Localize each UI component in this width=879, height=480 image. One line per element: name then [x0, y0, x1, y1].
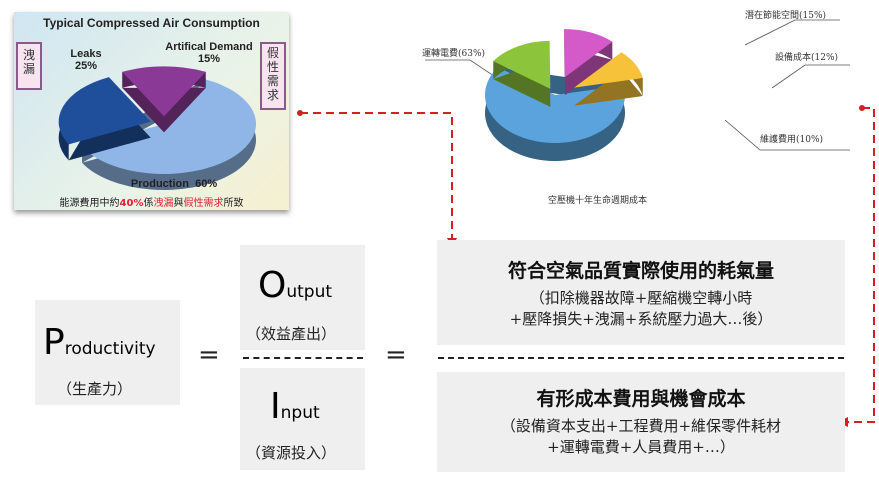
- label-electricity: 運轉電費(63%): [422, 49, 486, 59]
- fraction-line: [243, 357, 363, 359]
- pie-slice-3: [574, 52, 643, 106]
- input-box: Input （資源投入）: [240, 368, 365, 470]
- pie-slice-2: [564, 29, 613, 96]
- pie-slice-1: [493, 40, 551, 107]
- equals-sign: =: [198, 340, 220, 370]
- output-subtitle: （效益產出）: [246, 325, 337, 343]
- denominator-title: 有形成本費用與機會成本: [536, 388, 746, 410]
- leader-line: [771, 64, 850, 89]
- chart-title: Typical Compressed Air Consumption: [43, 16, 260, 30]
- artificial-demand-callout: 假性需求: [260, 42, 286, 110]
- pie-slice-1: [58, 77, 151, 161]
- pie-chart-left: [58, 66, 257, 191]
- productivity-subtitle: （生產力）: [57, 380, 133, 398]
- numerator-box: 符合空氣品質實際使用的耗氣量 （扣除機器故障+壓縮機空轉小時 +壓降損失+洩漏+…: [437, 240, 845, 345]
- numerator-title: 符合空氣品質實際使用的耗氣量: [507, 260, 774, 282]
- compressed-air-consumption-chart: Typical Compressed Air Consumption 洩漏 假性…: [14, 12, 289, 210]
- denominator-box: 有形成本費用與機會成本 （設備資本支出+工程費用+維保零件耗材 +運轉電費+人員…: [437, 372, 845, 472]
- denominator-line: （設備資本支出+工程費用+維保零件耗材: [500, 417, 782, 435]
- lifecycle-cost-pie-chart: [425, 19, 850, 161]
- productivity-box: Productivity （生產力）: [35, 300, 180, 405]
- pie-slice-2: [122, 66, 206, 133]
- numerator-line: （扣除機器故障+壓縮機空轉小時: [529, 289, 753, 307]
- equals-sign: =: [385, 340, 407, 370]
- label-maintenance: 維護費用(10%): [760, 135, 824, 145]
- leaks-label: Leaks: [70, 48, 102, 60]
- artificial-value: 15%: [197, 53, 221, 65]
- leaks-callout: 洩漏: [16, 42, 42, 90]
- numerator-line: +壓降損失+洩漏+系統壓力過大…後）: [509, 310, 773, 328]
- chart-caption: 能源費用中約40%係洩漏與假性需求所致: [59, 198, 244, 209]
- artificial-label: Artifical Demand: [165, 41, 253, 53]
- leader-line: [744, 19, 840, 46]
- arrow-to-numerator: [300, 112, 453, 240]
- leader-line: [724, 119, 850, 151]
- leaks-value: 25%: [74, 60, 98, 72]
- output-box: Output （效益產出）: [240, 245, 365, 350]
- arrow-to-denominator: [848, 107, 875, 423]
- label-savings: 潛在節能空間(15%): [745, 11, 827, 21]
- pie-title: 空壓機十年生命週期成本: [548, 196, 648, 206]
- denominator-line: +運轉電費+人員費用+…）: [547, 438, 735, 456]
- fraction-line: [438, 357, 844, 359]
- label-equipment: 設備成本(12%): [775, 53, 839, 63]
- input-subtitle: （資源投入）: [246, 444, 337, 462]
- production-value: 60%: [195, 178, 218, 190]
- production-label: Production: [130, 178, 189, 190]
